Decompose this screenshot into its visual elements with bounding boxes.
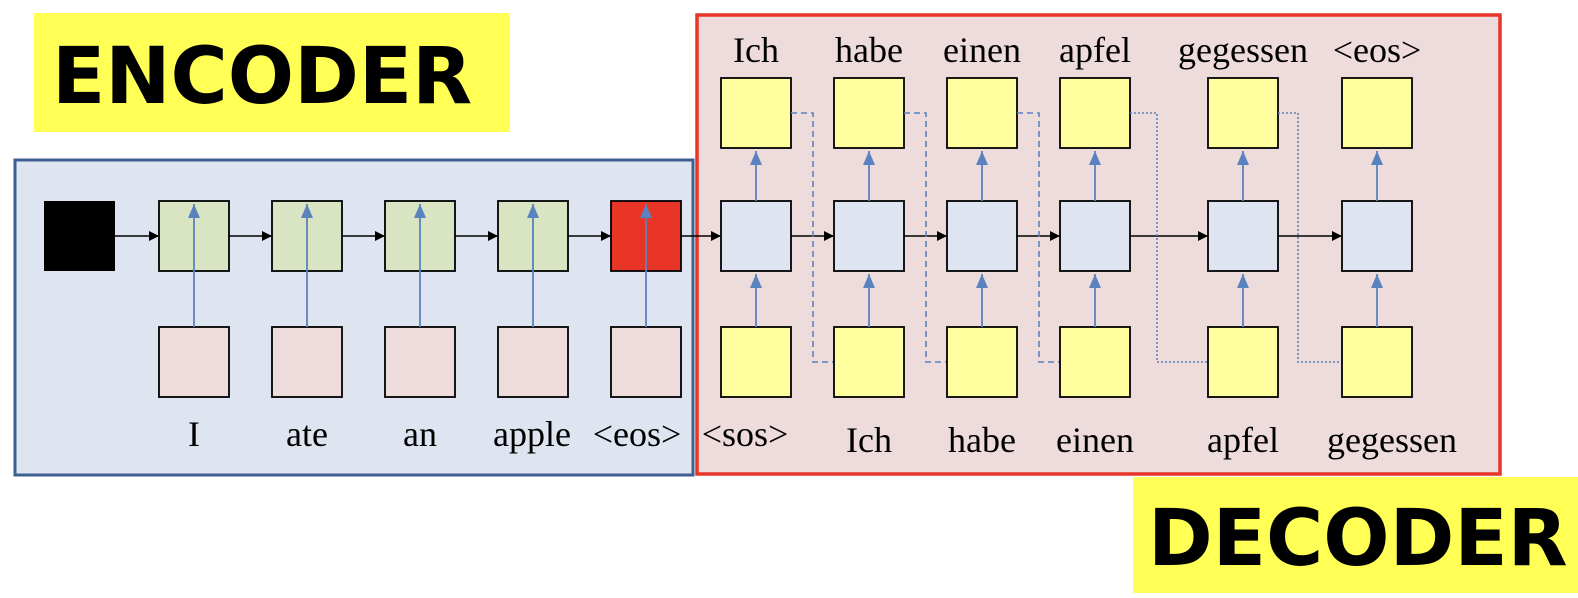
decoder-hidden-cell <box>1341 200 1413 272</box>
encoder-initial-state <box>44 201 115 271</box>
decoder-input-cell <box>1341 326 1413 398</box>
encoder-panel <box>13 158 695 477</box>
encoder-input-embedding <box>384 326 456 398</box>
decoder-input-token: gegessen <box>1327 420 1457 460</box>
decoder-hidden-cell <box>946 200 1018 272</box>
encoder-input-embedding <box>271 326 343 398</box>
decoder-input-token: einen <box>1056 420 1134 460</box>
decoder-input-token: habe <box>948 420 1016 460</box>
decoder-output-cell <box>720 77 792 149</box>
decoder-output-cell <box>1207 77 1279 149</box>
feedback-connector <box>904 112 947 363</box>
decoder-output-cell <box>1341 77 1413 149</box>
decoder-input-token: <sos> <box>702 414 789 454</box>
decoder-output-token: <eos> <box>1333 30 1422 70</box>
encoder-input-token: ate <box>286 414 328 454</box>
decoder-output-token: Ich <box>733 30 779 70</box>
feedback-connector <box>1130 112 1208 363</box>
decoder-hidden-cell <box>720 200 792 272</box>
feedback-connector <box>1278 112 1342 363</box>
encoder-input-embedding <box>497 326 569 398</box>
encoder-input-embedding <box>158 326 230 398</box>
decoder-input-token: Ich <box>846 420 892 460</box>
decoder-output-cell <box>1059 77 1131 149</box>
decoder-output-token: einen <box>943 30 1021 70</box>
decoder-layer: Ich habe einen apfel gegessen <eos> <sos> Ich ha… <box>702 30 1457 460</box>
decoder-input-token: apfel <box>1207 420 1279 460</box>
decoder-output-cell <box>833 77 905 149</box>
encoder-input-token: an <box>403 414 437 454</box>
decoder-hidden-cell <box>1207 200 1279 272</box>
encoder-input-token: <eos> <box>593 414 682 454</box>
encoder-input-token: I <box>188 414 200 454</box>
encoder-input-embedding <box>610 326 682 398</box>
encoder-input-token: apple <box>493 414 571 454</box>
decoder-input-cell <box>1207 326 1279 398</box>
decoder-input-cell <box>833 326 905 398</box>
encoder-label: ENCODER <box>34 13 510 132</box>
decoder-label-text: DECODER <box>1148 494 1568 584</box>
decoder-output-token: apfel <box>1059 30 1131 70</box>
feedback-connector <box>791 112 834 363</box>
decoder-output-cell <box>946 77 1018 149</box>
encoder-label-text: ENCODER <box>52 32 472 122</box>
decoder-output-token: habe <box>835 30 903 70</box>
feedback-connector <box>1017 112 1060 363</box>
decoder-input-cell <box>720 326 792 398</box>
decoder-hidden-cell <box>1059 200 1131 272</box>
decoder-input-cell <box>1059 326 1131 398</box>
decoder-input-cell <box>946 326 1018 398</box>
decoder-label: DECODER <box>1133 477 1578 593</box>
decoder-hidden-cell <box>833 200 905 272</box>
decoder-output-token: gegessen <box>1178 30 1308 70</box>
